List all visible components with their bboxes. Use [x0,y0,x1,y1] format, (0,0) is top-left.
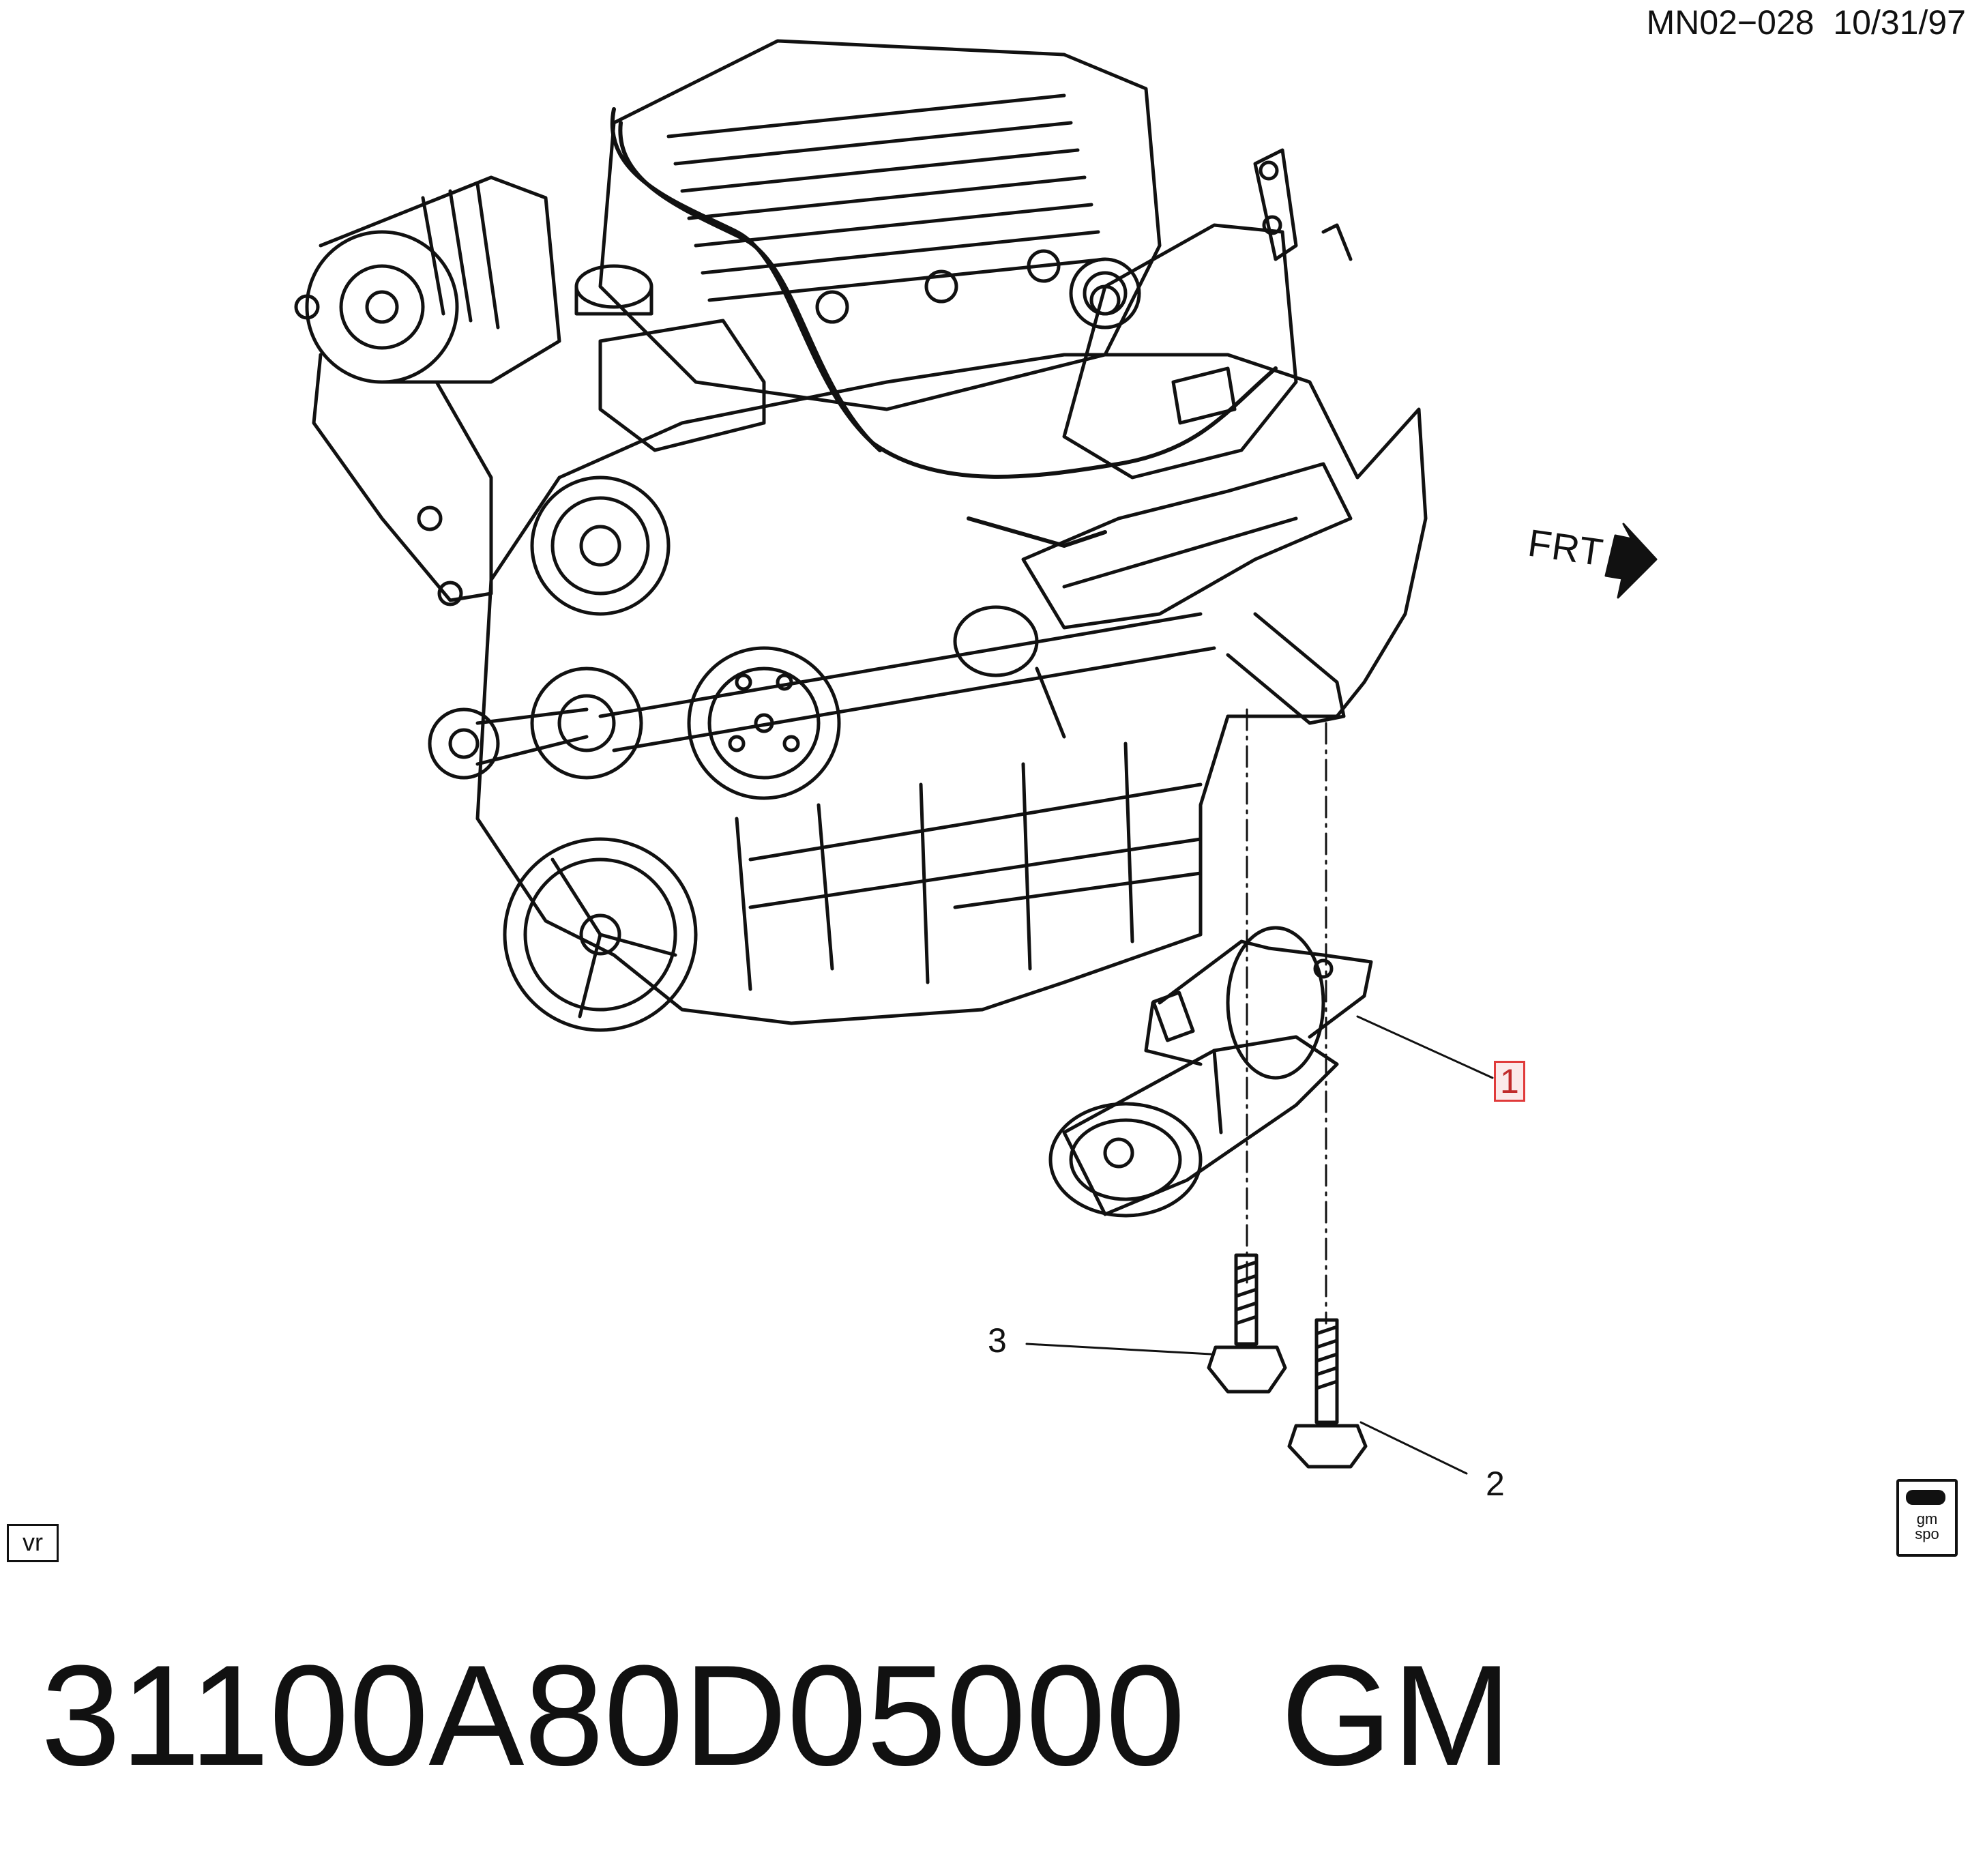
crankshaft-pulley [503,837,698,1032]
stamp-bar [1906,1490,1945,1505]
callout-3[interactable]: 3 [988,1321,1007,1360]
oil-filler-cap [574,264,766,452]
alignment-lines [1246,708,1327,1325]
alternator [294,175,561,384]
water-pump-pulley [687,646,841,800]
leader-lines [1025,1015,1494,1475]
vr-badge: vr [7,1524,59,1562]
wiring-harness [610,107,1278,548]
callout-1[interactable]: 1 [1494,1061,1525,1102]
stamp-line-1: gm [1916,1510,1938,1527]
gm-spo-stamp: gm spo [1896,1479,1958,1557]
bolt-3 [1207,1253,1287,1394]
alternator-bracket [312,353,493,606]
engine-block [475,353,1428,1025]
belt-tensioner [428,666,643,780]
drawing-date: 10/31/97 [1833,3,1966,42]
engine-mount-bracket [1253,148,1353,261]
exhaust-manifold [953,462,1353,739]
valve-cover [1062,223,1298,480]
front-arrow-icon [1604,523,1658,599]
drawing-code-header: MN02−028 10/31/97 [1647,3,1966,42]
idler-pulley-upper [530,475,671,616]
callout-2[interactable]: 2 [1486,1465,1505,1503]
transmission-flange [1226,612,1346,725]
starter-motor [1048,926,1373,1218]
intake-manifold [598,39,1162,411]
brand-label: GM [1280,1635,1512,1796]
part-number: 31100A80D05000 [41,1635,1186,1796]
bolt-2 [1287,1318,1368,1469]
drawing-code: MN02−028 [1646,3,1814,42]
stamp-line-2: spo [1915,1525,1939,1542]
